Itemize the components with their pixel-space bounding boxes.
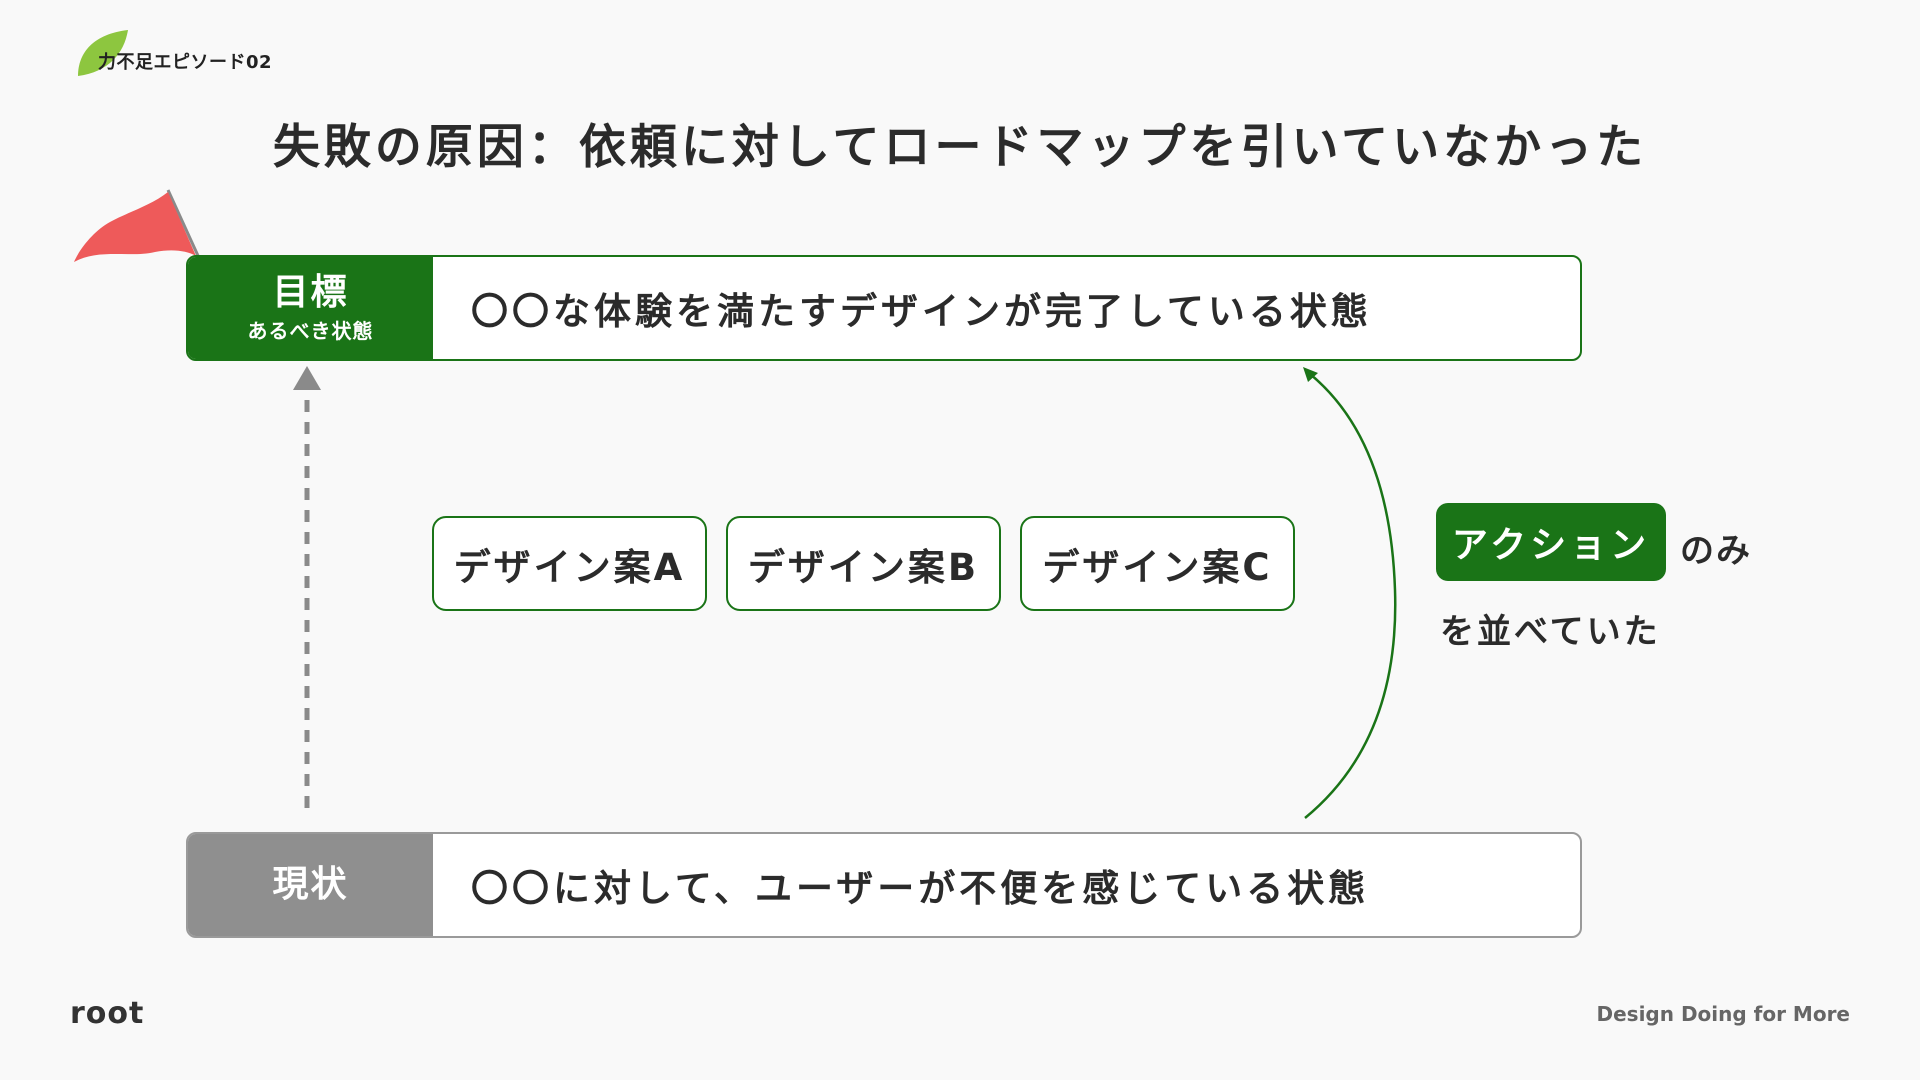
footer-tagline: Design Doing for More: [1596, 1002, 1851, 1026]
goal-label: 目標: [272, 271, 349, 313]
current-row: 現状 〇〇に対して、ユーザーが不便を感じている状態: [186, 832, 1582, 938]
episode-tag: 力不足エピソード02: [98, 52, 273, 73]
root-logo: root: [70, 996, 145, 1031]
leaf-icon: [78, 30, 128, 76]
goal-row: 目標 あるべき状態 〇〇な体験を満たすデザインが完了している状態: [186, 255, 1582, 361]
design-option-b: デザイン案B: [726, 516, 1001, 611]
current-text: 〇〇に対して、ユーザーが不便を感じている状態: [471, 867, 1370, 910]
design-option-a: デザイン案A: [432, 516, 707, 611]
action-curve-arrow: [1304, 373, 1397, 819]
curve-arrowhead: [1303, 367, 1318, 382]
current-label: 現状: [272, 864, 349, 906]
goal-label-block: 目標 あるべき状態: [188, 257, 433, 359]
current-label-block: 現状: [188, 834, 433, 936]
goal-text: 〇〇な体験を満たすデザインが完了している状態: [471, 290, 1372, 333]
dashed-arrowhead: [293, 366, 321, 390]
slide-title: 失敗の原因：依頼に対してロードマップを引いていなかった: [272, 120, 1648, 175]
action-suffix: のみ: [1680, 531, 1752, 571]
goal-sublabel: あるべき状態: [247, 319, 374, 344]
action-highlight: アクション: [1436, 503, 1666, 581]
action-note-line2: を並べていた: [1440, 612, 1661, 652]
design-option-c: デザイン案C: [1020, 516, 1295, 611]
